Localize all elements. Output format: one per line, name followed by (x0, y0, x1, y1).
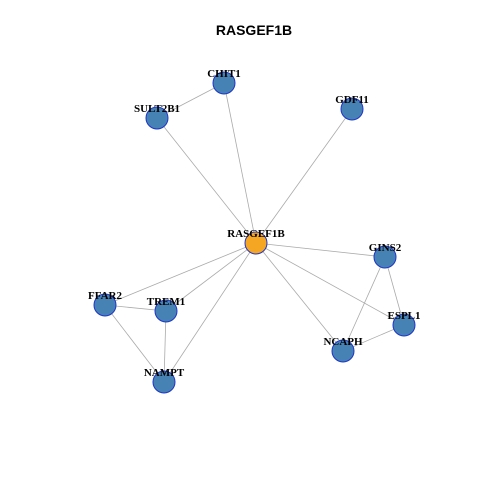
node-label-ffar2: FFAR2 (88, 290, 123, 302)
node-trem1[interactable] (154, 299, 178, 323)
node-gins2[interactable] (373, 245, 397, 269)
edge-rasgef1b-espl1 (255, 242, 405, 326)
edge-ffar2-nampt (104, 304, 165, 383)
edge-rasgef1b-sult2b1 (156, 117, 257, 244)
edge-rasgef1b-ffar2 (104, 242, 257, 306)
edge-gins2-ncaph (342, 256, 386, 352)
diagram-title: RASGEF1B (216, 22, 292, 38)
node-label-gdf11: GDF11 (335, 94, 369, 106)
node-ncaph[interactable] (331, 339, 355, 363)
node-label-chit1: CHIT1 (207, 68, 241, 80)
node-sult2b1[interactable] (145, 106, 169, 130)
edge-rasgef1b-gdf11 (255, 108, 353, 244)
node-label-espl1: ESPL1 (387, 310, 420, 322)
node-label-gins2: GINS2 (369, 242, 402, 254)
edge-rasgef1b-ncaph (255, 242, 344, 352)
node-label-trem1: TREM1 (147, 296, 186, 308)
node-label-sult2b1: SULT2B1 (134, 103, 180, 115)
node-espl1[interactable] (392, 313, 416, 337)
node-layer (93, 71, 416, 394)
node-nampt[interactable] (152, 370, 176, 394)
node-ffar2[interactable] (93, 293, 117, 317)
edge-rasgef1b-nampt (163, 242, 257, 383)
edge-rasgef1b-chit1 (223, 82, 257, 244)
edge-chit1-sult2b1 (156, 82, 225, 119)
edge-rasgef1b-gins2 (255, 242, 386, 258)
node-label-ncaph: NCAPH (323, 336, 363, 348)
node-chit1[interactable] (212, 71, 236, 95)
edge-gins2-espl1 (384, 256, 405, 326)
node-label-nampt: NAMPT (144, 367, 185, 379)
edge-trem1-nampt (163, 310, 167, 383)
node-label-rasgef1b: RASGEF1B (227, 228, 285, 240)
node-gdf11[interactable] (340, 97, 364, 121)
edge-rasgef1b-trem1 (165, 242, 257, 312)
node-rasgef1b[interactable] (244, 231, 268, 255)
